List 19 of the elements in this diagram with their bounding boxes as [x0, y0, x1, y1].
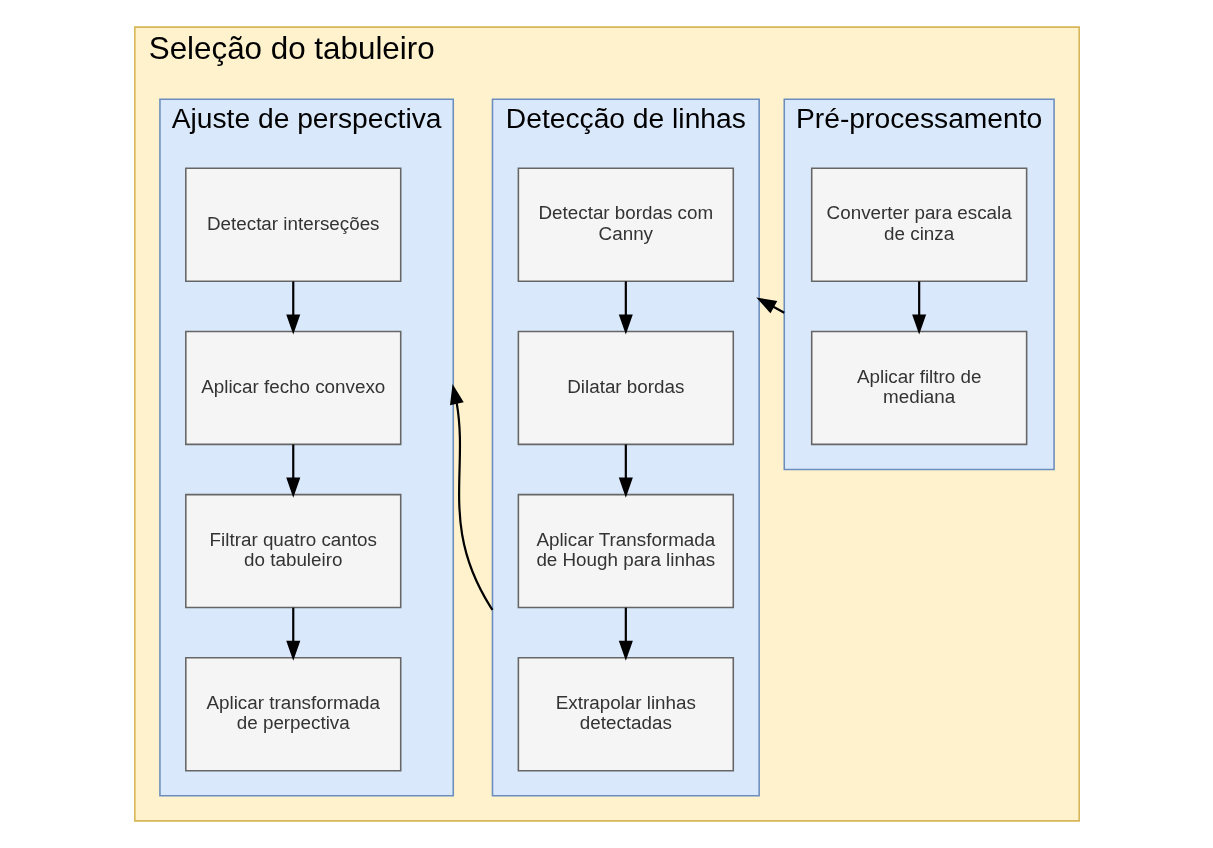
arrow [449, 384, 493, 611]
arrow [618, 607, 633, 661]
arrow [285, 444, 300, 498]
arrow [755, 297, 785, 314]
node-box: Detectar bordas com Canny [517, 167, 734, 283]
node-box: Extrapolar linhas detectadas [517, 656, 734, 772]
node-box: Aplicar Transformada de Hough para linhas [517, 493, 734, 609]
node-box: Aplicar filtro de mediana [810, 330, 1027, 446]
arrow [911, 281, 926, 335]
arrow [285, 607, 300, 661]
node-box: Dilatar bordas [517, 330, 734, 446]
node-box: Aplicar fecho convexo [184, 330, 401, 446]
node-box: Detectar interseções [184, 167, 401, 283]
node-box: Converter para escala de cinza [810, 167, 1027, 283]
node-box: Aplicar transformada de perpectiva [184, 656, 401, 772]
node-box: Filtrar quatro cantos do tabuleiro [184, 493, 401, 609]
arrow [285, 281, 300, 335]
arrow [618, 281, 633, 335]
arrow [618, 444, 633, 498]
